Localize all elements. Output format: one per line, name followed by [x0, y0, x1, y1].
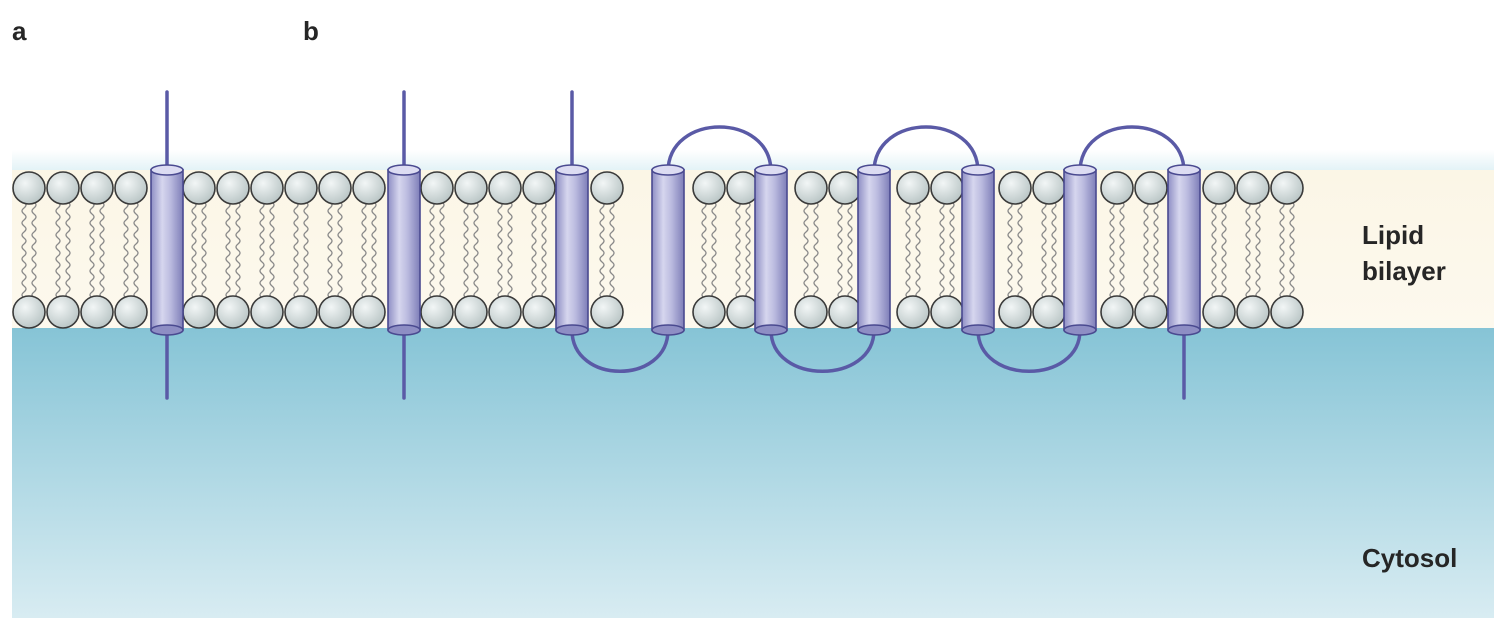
lipid-head: [319, 172, 351, 204]
lipid-head: [13, 172, 45, 204]
lipid-head: [1271, 296, 1303, 328]
lipid-head: [1033, 296, 1065, 328]
helix-bottom: [151, 325, 183, 335]
helix-bottom: [962, 325, 994, 335]
lipid-head: [931, 172, 963, 204]
lipid-head: [1033, 172, 1065, 204]
lipid-head: [1101, 172, 1133, 204]
lipid-head: [251, 172, 283, 204]
lipid-bilayer-label-line2: bilayer: [1362, 256, 1446, 286]
cytosol-region: [12, 328, 1494, 618]
helix-body: [556, 170, 588, 330]
helix-top: [388, 165, 420, 175]
lipid-head: [829, 172, 861, 204]
lipid-head: [1203, 172, 1235, 204]
helix-top: [652, 165, 684, 175]
helix-body: [151, 170, 183, 330]
lipid-head: [285, 172, 317, 204]
lipid-head: [999, 296, 1031, 328]
lipid-head: [1237, 172, 1269, 204]
lipid-head: [931, 296, 963, 328]
helix-body: [652, 170, 684, 330]
lipid-head: [693, 296, 725, 328]
lipid-head: [795, 172, 827, 204]
lipid-head: [1135, 172, 1167, 204]
panel-label-b: b: [303, 16, 319, 46]
helix-bottom: [556, 325, 588, 335]
helix-bottom: [652, 325, 684, 335]
lipid-head: [115, 296, 147, 328]
transmembrane-helix: [962, 165, 994, 335]
lipid-head: [897, 296, 929, 328]
helix-bottom: [1168, 325, 1200, 335]
lipid-head: [81, 172, 113, 204]
transmembrane-helix: [388, 165, 420, 335]
helix-body: [858, 170, 890, 330]
lipid-head: [455, 296, 487, 328]
background: [12, 150, 1494, 618]
lipid-head: [251, 296, 283, 328]
lipid-head: [489, 296, 521, 328]
lipid-head: [523, 296, 555, 328]
lipid-head: [47, 296, 79, 328]
lipid-head: [1271, 172, 1303, 204]
lipid-head: [795, 296, 827, 328]
helix-top: [556, 165, 588, 175]
transmembrane-helix: [1168, 165, 1200, 335]
lipid-head: [829, 296, 861, 328]
helix-top: [962, 165, 994, 175]
lipid-head: [1101, 296, 1133, 328]
lipid-head: [897, 172, 929, 204]
lipid-head: [319, 296, 351, 328]
transmembrane-helix: [652, 165, 684, 335]
lipid-bilayer-label-line1: Lipid: [1362, 220, 1424, 250]
lipid-head: [1203, 296, 1235, 328]
lipid-head: [523, 172, 555, 204]
panel-label-a: a: [12, 16, 27, 46]
helix-top: [1168, 165, 1200, 175]
lipid-head: [183, 172, 215, 204]
lipid-head: [217, 172, 249, 204]
lipid-head: [353, 296, 385, 328]
transmembrane-helix: [556, 165, 588, 335]
lipid-head: [421, 172, 453, 204]
helix-bottom: [1064, 325, 1096, 335]
cytosol-label: Cytosol: [1362, 543, 1457, 573]
lipid-head: [455, 172, 487, 204]
lipid-head: [591, 296, 623, 328]
lipid-head: [217, 296, 249, 328]
helix-top: [755, 165, 787, 175]
lipid-head: [999, 172, 1031, 204]
lipid-head: [421, 296, 453, 328]
lipid-head: [693, 172, 725, 204]
lipid-head: [591, 172, 623, 204]
lipid-head: [13, 296, 45, 328]
lipid-head: [353, 172, 385, 204]
helix-body: [1064, 170, 1096, 330]
helix-top: [1064, 165, 1096, 175]
helix-bottom: [858, 325, 890, 335]
helix-bottom: [388, 325, 420, 335]
transmembrane-helix: [755, 165, 787, 335]
helix-body: [1168, 170, 1200, 330]
lipid-head: [183, 296, 215, 328]
transmembrane-helix: [858, 165, 890, 335]
helix-body: [962, 170, 994, 330]
lipid-head: [47, 172, 79, 204]
lipid-head: [115, 172, 147, 204]
helix-top: [858, 165, 890, 175]
helix-body: [755, 170, 787, 330]
helix-top: [151, 165, 183, 175]
lipid-head: [1237, 296, 1269, 328]
transmembrane-helix: [151, 165, 183, 335]
transmembrane-helix: [1064, 165, 1096, 335]
lipid-head: [285, 296, 317, 328]
lipid-head: [489, 172, 521, 204]
lipid-head: [81, 296, 113, 328]
helix-bottom: [755, 325, 787, 335]
helix-body: [388, 170, 420, 330]
lipid-head: [1135, 296, 1167, 328]
